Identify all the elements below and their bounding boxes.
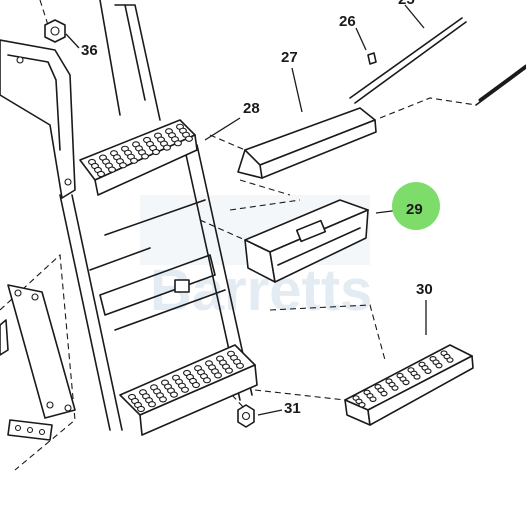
rod-25 — [349, 17, 526, 106]
step-hole — [358, 401, 366, 408]
step-hole — [137, 405, 145, 413]
tread-27 — [209, 97, 477, 196]
step-hole — [214, 372, 222, 379]
step-hole — [185, 135, 193, 142]
step-hole — [203, 377, 211, 384]
step-hole — [152, 148, 160, 156]
step-hole — [170, 391, 178, 398]
step-hole — [130, 157, 138, 164]
callout-26[interactable]: 26 — [339, 13, 356, 30]
step-hole — [108, 166, 116, 173]
step-hole — [402, 379, 410, 386]
step-hole — [192, 381, 200, 389]
step-hole — [424, 368, 432, 375]
callout-25[interactable]: 25 — [398, 0, 415, 8]
callout-27[interactable]: 27 — [281, 49, 298, 66]
step-hole — [119, 162, 127, 169]
callout-36[interactable]: 36 — [81, 42, 98, 59]
step-hole — [163, 144, 171, 151]
step-hole — [380, 390, 388, 397]
step-hole — [148, 401, 156, 408]
nut-36 — [39, 0, 66, 43]
pin-26 — [367, 52, 377, 65]
callout-31[interactable]: 31 — [284, 400, 301, 417]
step-hole — [236, 362, 244, 369]
side-plate — [0, 253, 76, 471]
tread-30 — [254, 304, 474, 426]
bottom-step-holes — [128, 350, 244, 413]
step-hole — [181, 386, 189, 393]
callout-30[interactable]: 30 — [416, 281, 433, 298]
callout-29-highlight — [392, 182, 440, 230]
step-hole — [174, 140, 182, 147]
step-hole — [97, 170, 105, 178]
step-hole — [446, 357, 454, 363]
callout-28[interactable]: 28 — [243, 100, 260, 117]
step-hole — [141, 153, 149, 160]
step-hole — [369, 396, 377, 403]
storage-box-29 — [199, 199, 369, 283]
step-hole — [391, 385, 399, 391]
step-hole — [413, 373, 421, 380]
step-hole — [159, 396, 167, 403]
step-hole — [225, 367, 233, 374]
step-hole — [435, 362, 443, 369]
nut-31 — [231, 394, 255, 428]
tread-30-holes — [352, 350, 454, 408]
top-step-holes — [88, 123, 193, 178]
callout-29[interactable]: 29 — [406, 201, 423, 218]
